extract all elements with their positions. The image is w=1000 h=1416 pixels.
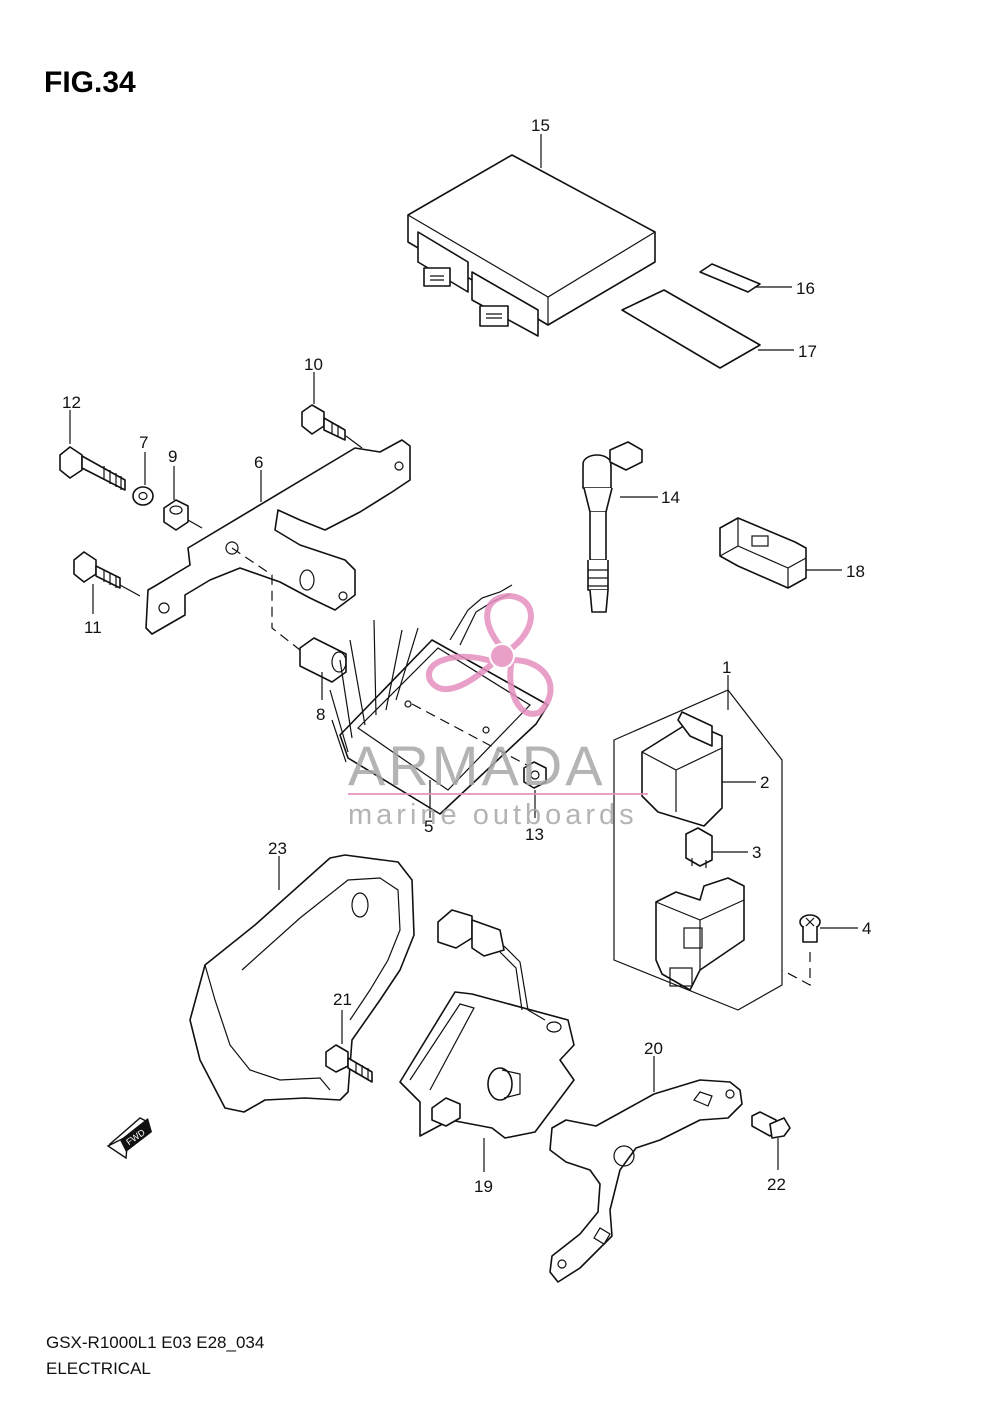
callout-1: 1: [722, 658, 731, 677]
part-19-sensor: [399, 909, 575, 1139]
part-18-connector: [719, 517, 807, 589]
part-13-nut: [523, 761, 547, 789]
callout-3: 3: [752, 843, 761, 862]
callout-10: 10: [304, 355, 323, 374]
callout-19: 19: [474, 1177, 493, 1196]
callout-22: 22: [767, 1175, 786, 1194]
model-code: GSX-R1000L1 E03 E28_034: [46, 1333, 264, 1352]
part-22-bolt: [751, 1111, 791, 1139]
part-20-bracket: [549, 1079, 743, 1283]
part-2-cover: [641, 711, 723, 827]
part-23-cover: [189, 854, 415, 1113]
fwd-arrow-icon: FWD: [106, 1117, 152, 1160]
part-10-bolt: [301, 404, 346, 441]
part-5-regulator: [329, 584, 549, 815]
callout-23: 23: [268, 839, 287, 858]
part-12-bolt: [59, 446, 126, 491]
figure-title: FIG.34: [44, 66, 136, 99]
callout-2: 2: [760, 773, 769, 792]
callout-17: 17: [798, 342, 817, 361]
part-3-fuse: [685, 827, 713, 868]
part-16-pad: [699, 263, 761, 293]
callout-7: 7: [139, 433, 148, 452]
part-17-pad: [621, 289, 761, 369]
part-1-assembly-outline: [613, 689, 783, 1011]
part-15-ecm: [407, 154, 656, 337]
callout-6: 6: [254, 453, 263, 472]
propeller-icon: [425, 592, 554, 717]
callout-4: 4: [862, 919, 871, 938]
part-11-bolt: [73, 551, 121, 589]
watermark-tagline: marine outboards: [348, 799, 638, 831]
callout-11: 11: [84, 618, 102, 637]
part-7-washer: [132, 486, 154, 506]
part-21-bolt: [325, 1044, 373, 1083]
callout-13: 13: [525, 825, 544, 844]
callout-15: 15: [531, 116, 550, 135]
callout-5: 5: [424, 817, 433, 836]
watermark-logo: ARMADA marine outboards: [348, 592, 648, 831]
part-14-sensor: [582, 441, 643, 613]
part-1-relay: [655, 877, 745, 991]
callout-21: 21: [333, 990, 352, 1009]
callout-18: 18: [846, 562, 865, 581]
callout-16: 16: [796, 279, 815, 298]
part-9-grommet: [163, 499, 189, 531]
watermark-brand: ARMADA: [348, 734, 606, 797]
part-4-screw: [799, 914, 821, 943]
section-name: ELECTRICAL: [46, 1359, 151, 1378]
part-8-spacer: [299, 637, 347, 683]
part-6-bracket: [145, 439, 411, 635]
callout-14: 14: [661, 488, 680, 507]
callout-20: 20: [644, 1039, 663, 1058]
callout-12: 12: [62, 393, 81, 412]
callout-8: 8: [316, 705, 325, 724]
callout-9: 9: [168, 447, 177, 466]
